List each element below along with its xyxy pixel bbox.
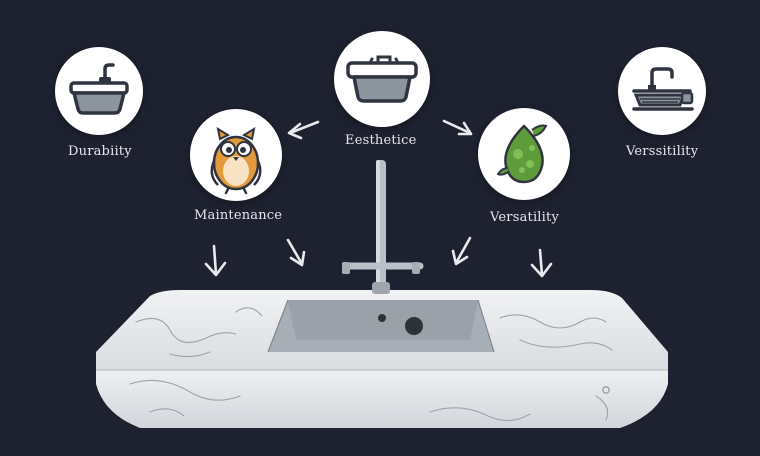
leaf-icon [496,124,548,184]
stove-pan-icon [632,67,694,111]
esthetice-circle [334,31,430,127]
verssitility-circle [618,47,706,135]
owl-icon [210,126,262,195]
arrow-down-left-outer [204,244,227,277]
arrow-down-right-outer [530,248,553,278]
arrow-to-maintenance [287,120,320,140]
maintenance-circle [190,109,282,201]
arrow-down-left-inner [286,238,306,267]
sink-faucet-icon [69,63,129,115]
arrow-to-versatility [442,119,473,136]
sink-basin-icon [346,55,418,103]
versatility-label: Versatility [490,210,559,225]
arrow-down-right-inner [451,236,472,266]
sink-basin [267,299,495,353]
versatility-circle [478,108,570,200]
verssitility-label: Verssitility [626,144,699,159]
maintenance-label: Maintenance [194,208,283,223]
durability-circle [55,47,143,135]
faucet [342,160,424,294]
esthetice-label: Eesthetice [345,133,417,148]
durability-label: Durabiity [68,144,132,159]
